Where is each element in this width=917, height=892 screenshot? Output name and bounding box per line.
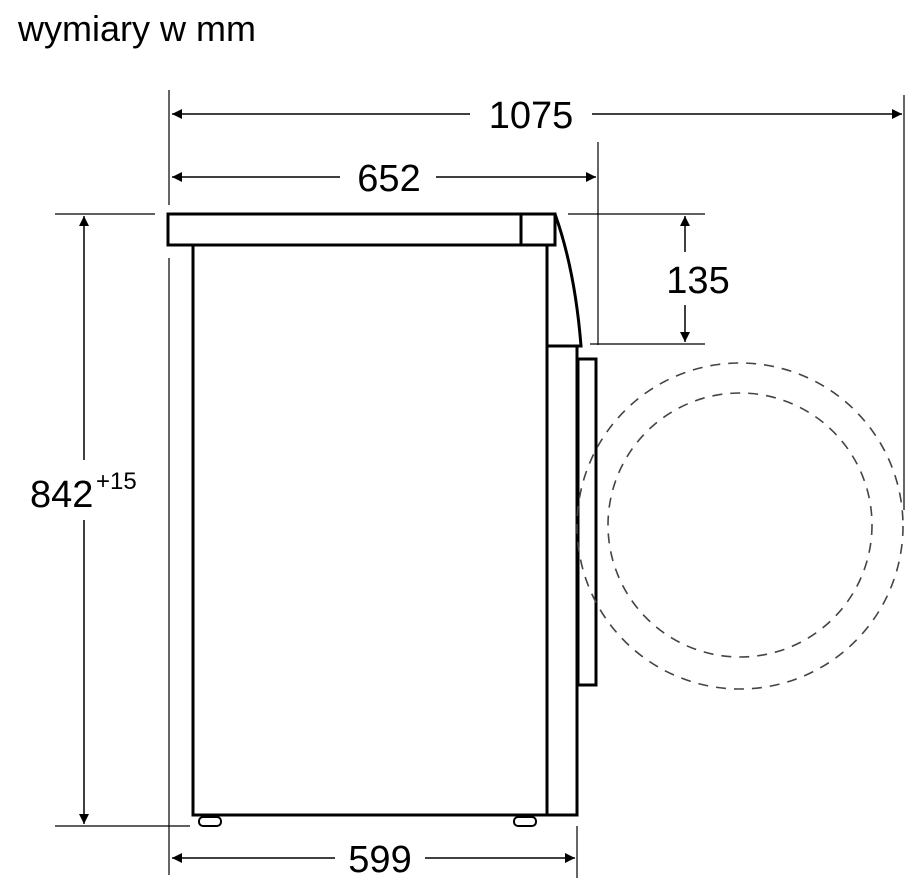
cabinet-body — [191, 243, 549, 817]
label-1075: 1075 — [489, 95, 574, 137]
diagram-title: wymiary w mm — [18, 8, 256, 49]
front-panel — [545, 344, 579, 817]
label-135: 135 — [666, 260, 729, 302]
label-842: 842 — [30, 474, 93, 516]
door-swing-outer — [576, 362, 904, 690]
door — [576, 357, 598, 687]
label-842-tolerance: +15 — [96, 468, 137, 495]
label-599: 599 — [348, 839, 411, 881]
label-652: 652 — [357, 158, 420, 200]
door-swing-inner — [607, 392, 873, 658]
foot-right — [513, 816, 537, 827]
foot-left — [198, 816, 222, 827]
worktop — [166, 212, 557, 247]
appliance-outline — [166, 212, 598, 827]
top-front-curve — [547, 213, 583, 348]
